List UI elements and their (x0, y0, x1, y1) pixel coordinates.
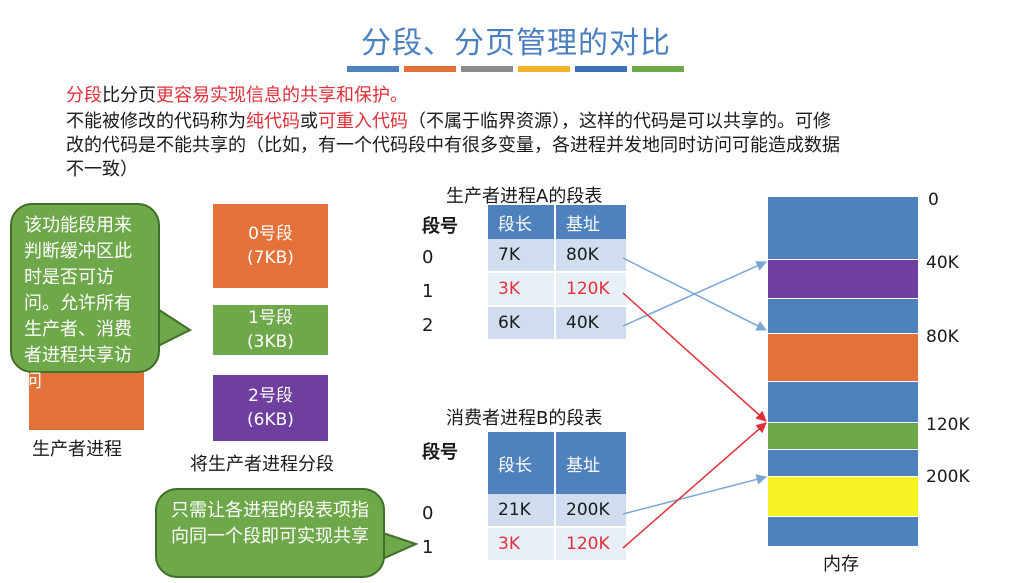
column-header: 段长 (488, 432, 556, 494)
segment-index: 0 (422, 247, 434, 268)
segment-length-cell: 7K (488, 239, 556, 273)
memory-shared-segment-block (768, 422, 918, 449)
memory-free-block (768, 516, 918, 546)
accent-bar (347, 66, 399, 72)
memory-address-label: 200K (926, 467, 970, 487)
segment-name: 2号段 (248, 386, 293, 406)
accent-bar (632, 66, 684, 72)
segment-index: 1 (422, 537, 434, 558)
arrow-a2-to-40k (622, 261, 767, 327)
memory-address-label: 0 (928, 190, 939, 210)
segment-length-cell: 6K (488, 307, 556, 341)
column-header: 段长 (488, 205, 556, 239)
intro-line-4: 不一致） (66, 159, 138, 180)
segment-index: 0 (422, 503, 434, 524)
keyword-easier-sharing: 更容易实现信息的共享和保护。 (156, 85, 408, 106)
keyword-pure-code: 纯代码 (246, 111, 300, 132)
segmentation-label: 将生产者进程分段 (190, 454, 334, 475)
segment-base-cell: 200K (556, 494, 628, 528)
table-a-title: 生产者进程A的段表 (446, 186, 603, 207)
segment-size: (6KB) (247, 410, 294, 430)
segment-index: 1 (422, 281, 434, 302)
accent-bar (404, 66, 456, 72)
accent-bar (518, 66, 570, 72)
arrow-b1-to-120k (622, 422, 767, 549)
column-header: 基址 (556, 432, 628, 494)
text: 比分页 (102, 85, 156, 106)
segment-length-cell: 21K (488, 494, 556, 528)
table-b-title: 消费者进程B的段表 (446, 408, 603, 429)
segment-1: 1号段 (3KB) (213, 305, 328, 355)
segment-0: 0号段 (7KB) (213, 204, 328, 288)
memory-free-block (768, 449, 918, 476)
segment-2: 2号段 (6KB) (213, 375, 328, 441)
keyword-segmentation: 分段 (66, 85, 102, 106)
arrow-a1-to-120k (622, 292, 767, 422)
column-header: 基址 (556, 205, 628, 239)
segment-base-cell: 80K (556, 239, 628, 273)
intro-line-1: 分段比分页更容易实现信息的共享和保护。 (66, 84, 408, 108)
memory-free-block (768, 298, 918, 333)
segment-length-cell: 3K (488, 273, 556, 307)
memory-address-label: 40K (926, 253, 959, 273)
memory-free-block (768, 381, 918, 422)
intro-line-2: 不能被修改的代码称为纯代码或可重入代码（不属于临界资源），这样的代码是可以共享的… (66, 110, 831, 134)
page-title: 分段、分页管理的对比 (361, 26, 671, 61)
producer-process-block (29, 372, 144, 430)
memory-label: 内存 (823, 554, 859, 575)
memory-address-label: 80K (926, 327, 959, 347)
table-b-index-header: 段号 (422, 442, 458, 463)
bubble-shared-code-note: 该功能段用来判断缓冲区此时是否可访问。允许所有生产者、消费者进程共享访问 (10, 203, 160, 392)
accent-bar (461, 66, 513, 72)
bubble-sharing-note: 只需让各进程的段表项指向同一个段即可实现共享 (155, 488, 385, 578)
memory-address-label: 120K (926, 415, 970, 435)
keyword-reentrant-code: 可重入代码 (318, 111, 408, 132)
text: （不属于临界资源），这样的代码是可以共享的。可修 (408, 111, 831, 132)
intro-line-3: 改的代码是不能共享的（比如，有一个代码段中有很多变量，各进程并发地同时访问可能造… (66, 135, 840, 156)
text: 不能被修改的代码称为 (66, 111, 246, 132)
arrow-b0-to-200k (622, 474, 768, 515)
memory-segment-0-block (768, 333, 918, 381)
memory-segment-2-block (768, 259, 918, 298)
table-a-index-header: 段号 (422, 216, 458, 237)
producer-process-label: 生产者进程 (32, 439, 122, 460)
memory-segment-b0-block (768, 476, 918, 516)
accent-bar (575, 66, 627, 72)
memory-free-block (768, 196, 918, 259)
segment-length-cell: 3K (488, 528, 556, 562)
segment-name: 0号段 (248, 224, 293, 244)
segment-base-cell: 120K (556, 273, 628, 307)
segment-name: 1号段 (248, 308, 293, 328)
segment-size: (7KB) (247, 248, 294, 268)
text: 或 (300, 111, 318, 132)
segment-base-cell: 120K (556, 528, 628, 562)
segment-index: 2 (422, 315, 434, 336)
segment-size: (3KB) (247, 332, 294, 352)
